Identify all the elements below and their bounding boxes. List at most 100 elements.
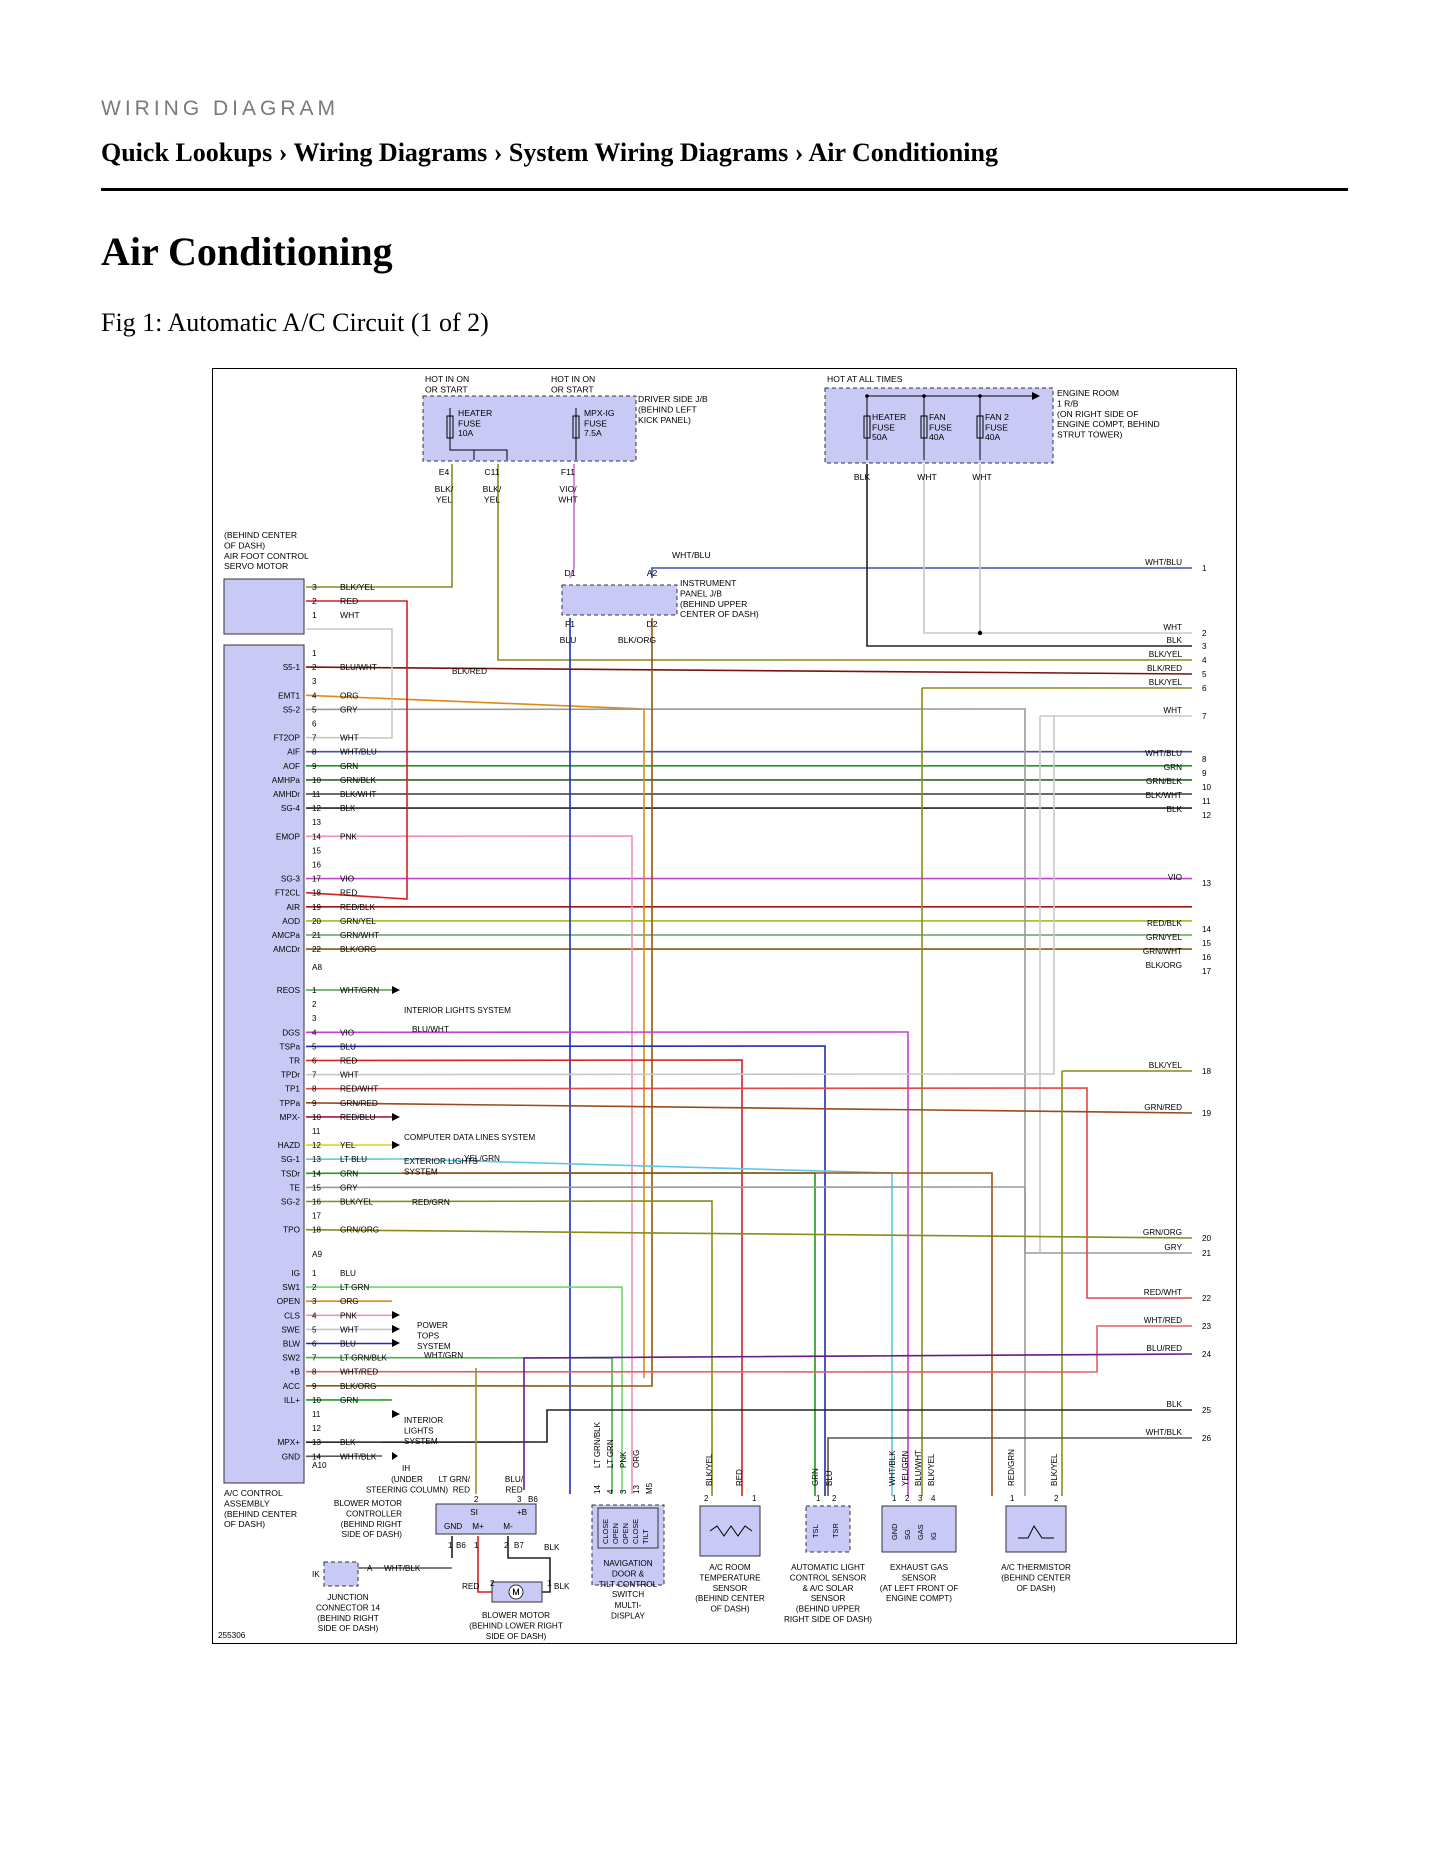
signal-label: +B [290,1368,301,1377]
signal-label: OPEN [277,1297,300,1306]
component-label: CONTROLLER [346,1509,402,1518]
breadcrumb-air-conditioning[interactable]: Air Conditioning [808,138,998,167]
wire [305,1228,1193,1239]
signal-label: TR [289,1057,300,1066]
diagram-label: 1 [892,1494,897,1503]
diagram-label: IK [312,1570,320,1579]
wire-label: BLK [340,804,356,813]
diagram-label: RED/GRN [1007,1449,1016,1486]
component-label: BLOWER MOTOR [482,1611,550,1620]
servo-label: (BEHIND CENTER [224,530,297,540]
arrow-icon [1032,392,1040,400]
wire-label: BLK/ORG [1146,961,1182,970]
wire [477,1536,492,1593]
wire-label: LT BLU [340,1155,367,1164]
wire-label: PNK [619,1451,628,1468]
diagram-label: WHT/BLK [384,1564,421,1573]
pin-number: 10 [312,1396,321,1405]
component-layer [223,387,1067,1603]
arrow-icon [392,986,400,994]
diagram-label: 2 [832,1494,837,1503]
connector-id: A8 [312,963,322,972]
ip-label: (BEHIND UPPER [680,599,747,609]
system-ref: SYSTEM [404,1167,438,1176]
pin-number: 13 [312,1155,321,1164]
wire-label: GRN/WHT [340,931,379,940]
pin-number: 1 [312,986,317,995]
wire [305,1409,1192,1443]
fuse-note: OR START [425,384,468,394]
wire-label: GRN/ORG [340,1226,379,1235]
wire [523,1353,1193,1490]
pin-number: 16 [312,861,321,870]
diagram-label: BLK/RED [452,667,487,676]
system-ref: EXTERIOR LIGHTS [404,1157,478,1166]
ip-label: CENTER OF DASH) [680,609,759,619]
diagram-label: BLK/YEL [1050,1453,1059,1486]
wire-label: ORG [340,691,359,700]
nav-switch [597,1507,659,1549]
diagram-label: +B [517,1508,528,1517]
wire-label: BLK/WHT [1146,791,1182,800]
wire-label: GRN [340,1396,358,1405]
breadcrumb-quick-lookups[interactable]: Quick Lookups [101,138,273,167]
diagram-label: 4 [931,1494,936,1503]
wire-label: BLU [340,1340,356,1349]
wire-label: BLU [340,1042,356,1051]
component-label: JUNCTION [327,1593,368,1602]
wire-label: LT GRN [340,1283,369,1292]
wire-label: RED/BLU [340,1113,376,1122]
diagram-label: STEERING COLUMN) [366,1485,449,1494]
junction-connector-14 [323,1561,359,1587]
pin-number: 6 [312,1340,317,1349]
wire [305,1031,909,1496]
wire [305,1102,1193,1114]
pin-number: 10 [312,776,321,785]
diagram-label: IH [402,1464,410,1473]
breadcrumb-wiring-diagrams[interactable]: Wiring Diagrams [293,138,488,167]
wire-label: BLK/YEL [1149,678,1183,687]
wire-label: BLU/WHT [340,663,377,672]
ip-label: PANEL J/B [680,588,722,598]
fuse-note: OR START [551,384,594,394]
diagram-label: 2 [474,1495,479,1504]
wire-label: WHT [1163,623,1182,632]
component-label: (AT LEFT FRONT OF [880,1584,959,1593]
motor-symbol: M [512,1587,520,1597]
wire [305,628,393,739]
signal-label: AOF [283,762,300,771]
signal-label: SG-4 [281,804,301,813]
wire-label: WHT/BLU [1145,749,1182,758]
continuation-number: 21 [1202,1249,1212,1258]
wire-label: ORG [632,1450,641,1468]
wire-label: WHT/BLU [340,748,377,757]
wire-label: VIO [340,875,354,884]
pin-number: 8 [312,1085,317,1094]
breadcrumb-system-wiring-diagrams[interactable]: System Wiring Diagrams [508,138,789,167]
wire-label: VIO [1168,873,1182,882]
ac-control-label: A/C CONTROL [224,1488,283,1498]
pin-number: 17 [312,1212,321,1221]
ac-control-assembly [223,644,305,1484]
diagram-label: YEL/GRN [464,1154,500,1163]
jb-label: DRIVER SIDE J/B [638,394,708,404]
diagram-label: IG [929,1532,938,1540]
pin-label: E4 [439,467,450,477]
pin-number: 17 [312,875,321,884]
wire-label: BLK/YEL [1149,1061,1183,1070]
signal-label: S5-1 [283,663,301,672]
component-label: CONTROL SENSOR [790,1573,867,1582]
system-ref: SYSTEM [404,1437,438,1446]
pin-number: 4 [312,691,317,700]
component-label: DOOR & [612,1569,645,1578]
wire-label: GRY [340,1183,358,1192]
wire [305,1158,893,1496]
diagram-label: 2 [1054,1494,1059,1503]
wire-label: GRY [1164,1243,1182,1252]
continuation-number: 24 [1202,1350,1212,1359]
fuse-icon [572,415,580,439]
signal-label: TPPa [280,1099,301,1108]
diagram-label: BLU [825,1470,834,1486]
continuation-number: 2 [1202,629,1207,638]
pin-number: 12 [312,1141,321,1150]
